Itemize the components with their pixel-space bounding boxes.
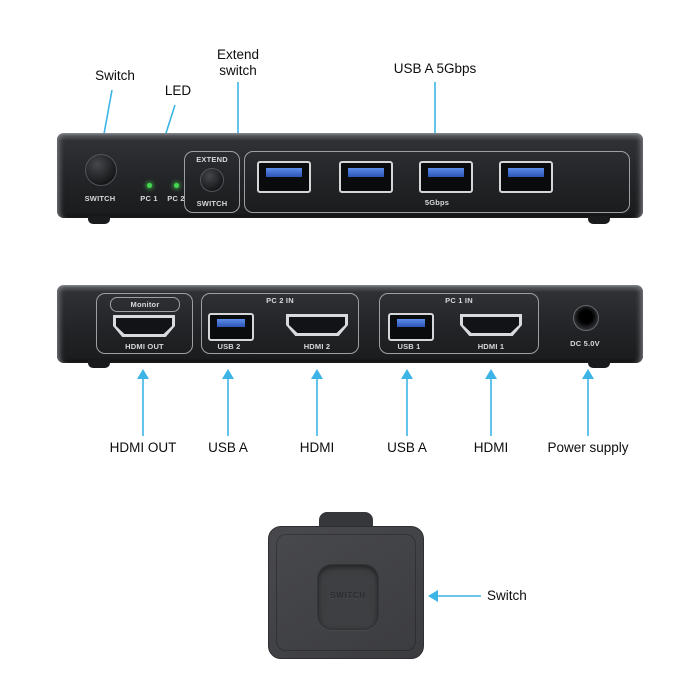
- arrowhead-hdmi-left: [311, 369, 323, 379]
- usb2-port: [208, 313, 254, 341]
- usb-port-3: [419, 161, 473, 193]
- hdmi1-port: [460, 314, 522, 336]
- extend-label: EXTEND: [196, 155, 228, 164]
- remote-switch-button-label: SWITCH: [330, 591, 366, 600]
- monitor-group: Monitor HDMI OUT: [96, 293, 193, 354]
- callout-switch-front: Switch: [95, 68, 135, 83]
- callout-usb-a-5gbps: USB A 5Gbps: [393, 61, 477, 76]
- pc1-in-label: PC 1 IN: [445, 296, 473, 305]
- hdmi-out-port: [113, 315, 175, 337]
- callout-led: LED: [164, 83, 192, 98]
- usb-port-4: [499, 161, 553, 193]
- callout-switch-remote: Switch: [487, 588, 527, 603]
- remote-switch-device: SWITCH: [268, 526, 424, 659]
- back-view-device: Monitor HDMI OUT PC 2 IN USB 2 HDMI 2 PC…: [57, 285, 643, 363]
- pc2-in-label: PC 2 IN: [266, 296, 294, 305]
- usb-port-2: [339, 161, 393, 193]
- hdmi2-label: HDMI 2: [303, 341, 331, 351]
- pc1-in-group: PC 1 IN USB 1 HDMI 1: [379, 293, 539, 354]
- front-view-device: SWITCH PC 1 PC 2 EXTEND SWITCH 5Gbps: [57, 133, 643, 218]
- hdmi-out-port-label: HDMI OUT: [125, 341, 164, 351]
- switch-button: [85, 154, 117, 186]
- usb-tongue-icon: [508, 168, 544, 177]
- led-pc2-label: PC 2: [167, 194, 185, 203]
- front-foot-left: [88, 216, 110, 224]
- callout-power-supply: Power supply: [547, 440, 629, 455]
- pc2-in-group: PC 2 IN USB 2 HDMI 2: [201, 293, 359, 354]
- usb1-port: [388, 313, 434, 341]
- led-pc1-icon: [147, 183, 152, 188]
- extend-switch-label: SWITCH: [196, 198, 228, 208]
- callout-hdmi-left: HDMI: [299, 440, 335, 455]
- arrowhead-hdmi-right: [485, 369, 497, 379]
- extend-switch-button: [200, 168, 224, 192]
- usb-port-1: [257, 161, 311, 193]
- callout-extend-switch: Extend switch: [216, 47, 260, 78]
- front-foot-right: [588, 216, 610, 224]
- arrowhead-usb-a-left: [222, 369, 234, 379]
- usb-tongue-icon: [348, 168, 384, 177]
- usb-tongue-icon: [397, 319, 425, 327]
- arrowhead-switch-remote: [428, 590, 438, 602]
- remote-switch-button: SWITCH: [317, 564, 379, 630]
- callout-usb-a-left: USB A: [208, 440, 248, 455]
- callout-usb-a-right: USB A: [387, 440, 427, 455]
- hdmi-port-cavity: [116, 318, 172, 334]
- hdmi-port-cavity: [289, 317, 345, 333]
- usb-speed-label: 5Gbps: [424, 197, 450, 207]
- monitor-label-box: Monitor: [110, 297, 180, 312]
- hdmi-port-cavity: [463, 317, 519, 333]
- usb-ports-group: 5Gbps: [244, 151, 630, 213]
- usb2-label: USB 2: [217, 341, 241, 351]
- usb-tongue-icon: [266, 168, 302, 177]
- led-pc1-label: PC 1: [140, 194, 158, 203]
- switch-button-label: SWITCH: [84, 194, 116, 203]
- arrowhead-hdmi-out: [137, 369, 149, 379]
- callout-hdmi-out: HDMI OUT: [109, 440, 177, 455]
- callout-hdmi-right: HDMI: [473, 440, 509, 455]
- back-foot-right: [588, 360, 610, 368]
- usb1-label: USB 1: [397, 341, 421, 351]
- led-pc2-icon: [174, 183, 179, 188]
- dc-label: DC 5.0V: [570, 339, 600, 348]
- dc-power-jack: [573, 305, 599, 331]
- arrowhead-usb-a-right: [401, 369, 413, 379]
- hdmi1-label: HDMI 1: [477, 341, 505, 351]
- extend-switch-group: EXTEND SWITCH: [184, 151, 240, 213]
- back-foot-left: [88, 360, 110, 368]
- monitor-label: Monitor: [130, 300, 160, 309]
- hdmi2-port: [286, 314, 348, 336]
- usb-tongue-icon: [428, 168, 464, 177]
- arrowhead-power-supply: [582, 369, 594, 379]
- usb-tongue-icon: [217, 319, 245, 327]
